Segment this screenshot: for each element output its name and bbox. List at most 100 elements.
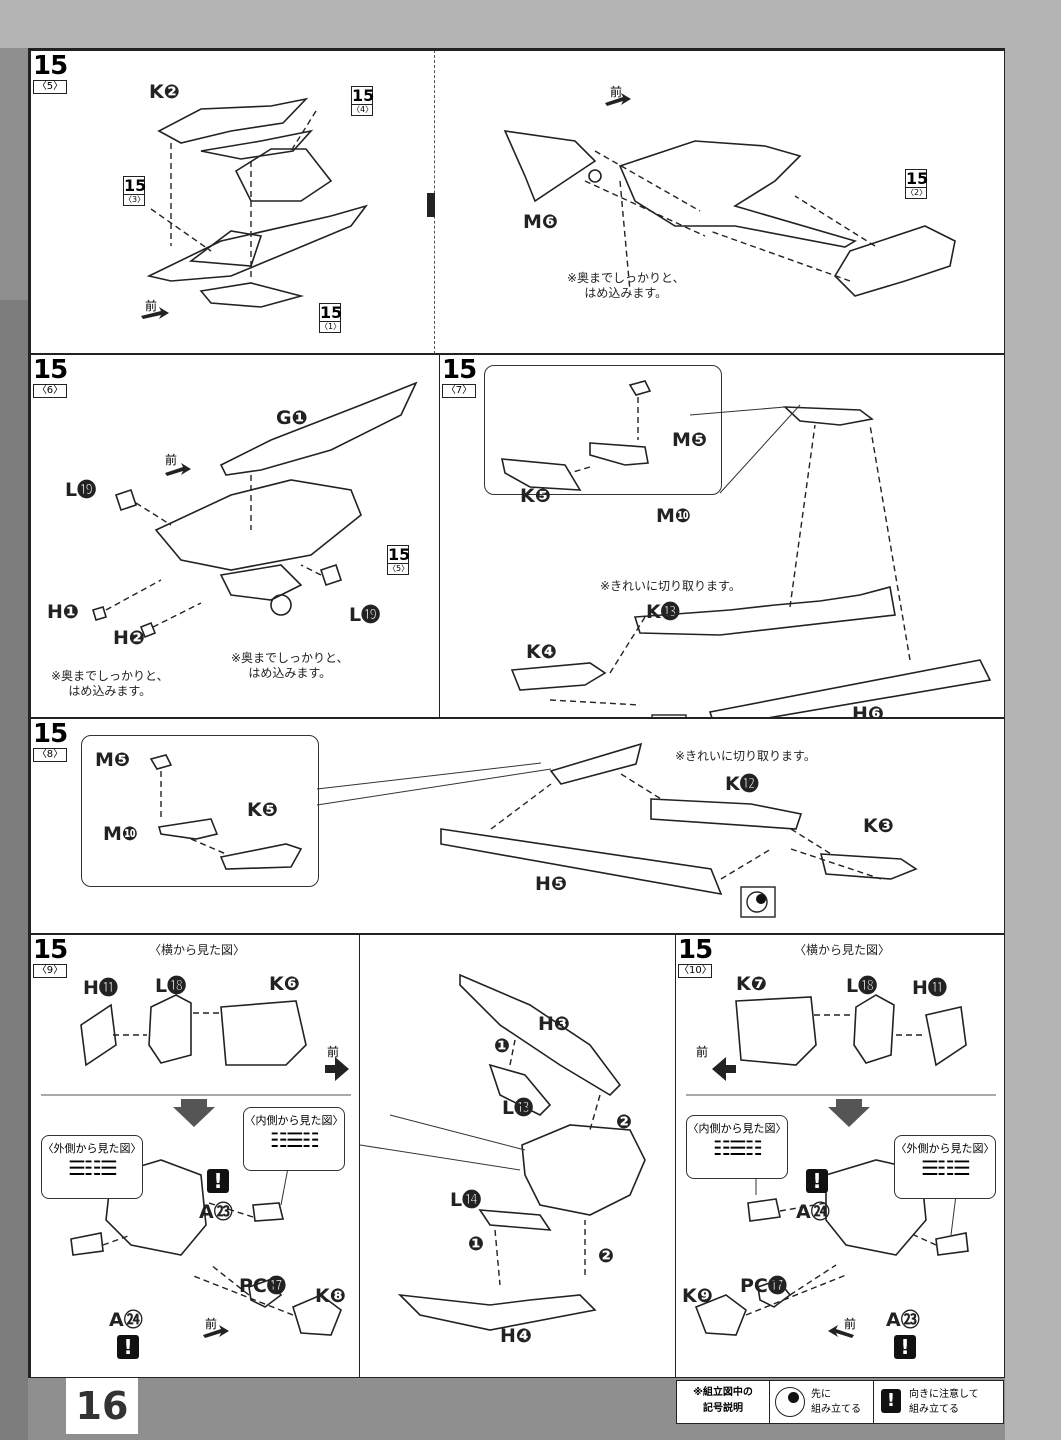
order-marker: ❷ [598,1245,615,1267]
part-label-g1: G❶ [276,407,308,429]
view-caption: 〈横から見た図〉 [794,943,891,957]
part-label-m6: M❻ [523,211,558,233]
assembly-illustration [141,97,369,319]
order-marker: ❶ [468,1233,485,1255]
part-label-h4: H❹ [500,1325,532,1347]
part-label-l14: L⓮ [450,1189,482,1211]
assembly-illustration [360,973,646,1331]
step-ref: 15 〈2〉 [905,169,929,199]
legend-warn: 向きに注意して 組み立てる [909,1389,979,1415]
note-text: ※奥までしっかりと、 はめ込みます。 [567,271,685,300]
background-panel [0,0,1061,48]
step-ref: 15 〈1〉 [319,303,343,333]
part-icon: ☰☷☰ [921,1156,971,1180]
background-panel [1005,0,1061,1440]
step-15-11: 前 M❻ 15 〈2〉 ※奥までしっかりと、 はめ込みます。 [435,50,1005,354]
step-15-6: 15 〈6〉 G❶ 前 L⓳ [30,354,440,718]
part-label-l13: L⓭ [502,1097,534,1119]
legend-first: 先に 組み立てる [811,1389,861,1415]
orientation-warning-icon: ! [894,1335,916,1359]
step-badge: 15 〈6〉 [33,355,68,398]
front-label: 前 [696,1045,709,1059]
assembly-illustration [503,93,956,297]
part-label-a24: A㉔ [796,1201,830,1223]
part-label-k9: K❾ [682,1285,713,1307]
step-15-9-detail: H❸ L⓭ L⓮ H❹ ❶ ❷ ❶ ❷ [360,934,675,1378]
front-label: 前 [205,1317,218,1331]
part-label-h6: H❻ [852,703,884,718]
part-label-l19: L⓳ [349,604,381,626]
front-label: 前 [844,1317,857,1331]
step-badge: 15 〈10〉 [678,935,713,978]
inner-view-bubble: 〈内側から見た図〉 ☷☰☷ [243,1107,345,1171]
step-badge: 15 〈8〉 [33,719,68,762]
part-icon: ☷☰☷ [270,1128,320,1152]
orientation-warning-icon: ! [117,1335,139,1359]
step-15-8: 15 〈8〉 [30,718,1005,934]
part-label-h5: H❺ [535,873,567,895]
view-caption: 〈横から見た図〉 [149,943,246,957]
symbol-legend: ※組立図中の 記号説明 先に 組み立てる ! 向きに注意して 組み立てる [676,1380,1004,1424]
page-number: 16 [66,1378,138,1434]
background-panel [0,300,28,1440]
assemble-first-icon [775,1387,805,1417]
front-label: 前 [165,453,178,467]
part-label-l19: L⓳ [65,479,97,501]
orientation-warning-icon: ! [806,1169,828,1193]
part-label-k2: K❷ [149,81,180,103]
part-label-k12: K⓬ [725,773,759,795]
note-text: ※奥までしっかりと、 はめ込みます。 [231,651,349,680]
detail-inset [81,735,319,887]
outer-view-bubble: 〈外側から見た図〉 ☰☷☰ [41,1135,143,1199]
step-ref: 15 〈4〉 [351,86,375,116]
part-label-k8: K❽ [315,1285,346,1307]
note-text: ※奥までしっかりと、 はめ込みます。 [51,669,169,698]
part-label-m10: M❿ [656,505,691,527]
part-label-l18: L⓲ [846,975,878,997]
step-ref: 15 〈3〉 [123,176,147,206]
order-marker: ❷ [616,1111,633,1133]
legend-title: ※組立図中の 記号説明 [693,1387,753,1414]
part-label-m5: M❺ [95,749,130,771]
assembly-illustration [92,381,418,639]
part-label-pc17: PC⓱ [239,1275,286,1297]
step-badge: 15 〈9〉 [33,935,68,978]
step-15-9: 15 〈9〉 [30,934,360,1378]
front-label: 前 [145,299,158,313]
orientation-warning-icon: ! [881,1389,901,1413]
part-label-a24: A㉔ [109,1309,143,1331]
part-label-h11: H⓫ [912,977,947,999]
note-text: ※きれいに切り取ります。 [600,579,741,593]
part-label-k3: K❸ [863,815,894,837]
part-label-k4: K❹ [526,641,557,663]
part-label-a23: A㉓ [886,1309,920,1331]
part-label-k13: K⓭ [646,601,680,623]
part-label-k5: K❺ [520,485,551,507]
orientation-warning-icon: ! [207,1169,229,1193]
part-label-a23: A㉓ [199,1201,233,1223]
step-ref: 15 〈5〉 [387,545,411,575]
step-15-5: 15 〈5〉 K❷ 15 〈4〉 [30,50,435,354]
part-icon: ☷☰☷ [713,1136,763,1160]
detail-inset [484,365,722,495]
front-label: 前 [327,1045,340,1059]
part-label-m10: M❿ [103,823,138,845]
assembly-illustration [500,380,992,717]
part-label-h11: H⓫ [83,977,118,999]
note-text: ※きれいに切り取ります。 [675,749,816,763]
part-label-pc17: PC⓱ [740,1275,787,1297]
part-label-h2: H❷ [113,627,145,649]
assembly-illustration [149,742,918,918]
inner-view-bubble: 〈内側から見た図〉 ☷☰☷ [686,1115,788,1179]
assembly-illustration [686,994,996,1338]
front-label: 前 [610,85,623,99]
part-label-h1: H❶ [47,601,79,623]
part-label-k5: K❺ [247,799,278,821]
part-label-l18: L⓲ [155,975,187,997]
part-label-m5: M❺ [672,429,707,451]
step-15-7: 15 〈7〉 [440,354,1005,718]
part-label-h3: H❸ [538,1013,570,1035]
step-badge: 15 〈5〉 [33,51,68,94]
part-label-k6: K❻ [269,973,300,995]
step-15-10: 15 〈10〉 [675,934,1005,1378]
